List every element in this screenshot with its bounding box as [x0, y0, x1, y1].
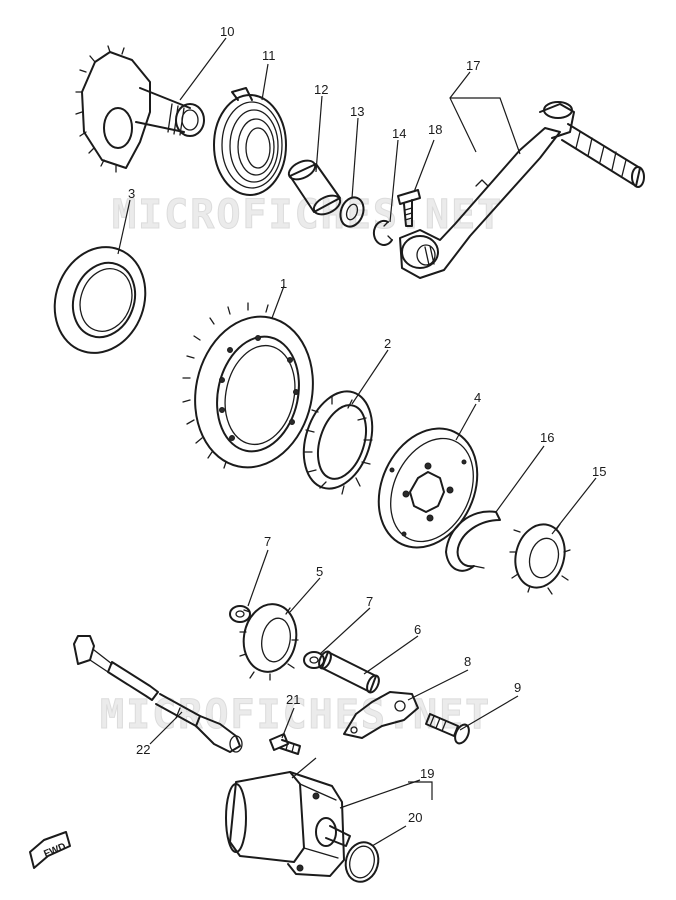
callout-15: 15 — [592, 464, 606, 479]
callout-16: 16 — [540, 430, 554, 445]
callout-22: 22 — [136, 742, 150, 757]
callout-20: 20 — [408, 810, 422, 825]
torsion-spring — [213, 87, 287, 196]
watermark-top: MICROFICHES.NET — [112, 192, 503, 238]
pinion-gear — [509, 523, 571, 595]
bolt-9 — [425, 713, 470, 745]
washer-13 — [339, 196, 365, 228]
callout-13: 13 — [350, 104, 364, 119]
callout-19: 19 — [420, 766, 434, 781]
callout-9: 9 — [514, 680, 521, 695]
watermark-bottom: MICROFICHES.NET — [100, 692, 491, 738]
idler-shaft — [318, 650, 380, 694]
callout-6: 6 — [414, 622, 421, 637]
one-way-clutch — [302, 390, 374, 495]
callout-11: 11 — [262, 48, 276, 63]
circlip-14 — [372, 219, 393, 246]
callout-7-lower: 7 — [366, 594, 373, 609]
idler-gear — [239, 603, 299, 681]
forward-direction-badge: FWD — [29, 831, 71, 869]
callout-4: 4 — [474, 390, 481, 405]
starter-wheel-gear — [182, 302, 314, 469]
washer-7-lower — [303, 651, 325, 669]
oil-seal — [53, 246, 147, 354]
collar — [287, 159, 342, 216]
callout-2: 2 — [384, 336, 391, 351]
kick-gear-shaft — [75, 45, 205, 173]
callout-1: 1 — [280, 276, 287, 291]
leader-lines — [117, 37, 597, 847]
callout-14: 14 — [392, 126, 406, 141]
fwd-label: FWD — [42, 841, 67, 860]
kick-crank — [399, 101, 645, 279]
callout-8: 8 — [464, 654, 471, 669]
callout-12: 12 — [314, 82, 328, 97]
washer-7-upper — [229, 605, 251, 623]
callout-3: 3 — [128, 186, 135, 201]
callout-10: 10 — [220, 24, 234, 39]
callout-18: 18 — [428, 122, 442, 137]
starter-motor — [225, 771, 351, 877]
bolt-21 — [269, 733, 301, 755]
callout-17: 17 — [466, 58, 480, 73]
retaining-plate — [343, 691, 419, 739]
callout-21: 21 — [286, 692, 300, 707]
callout-7-upper: 7 — [264, 534, 271, 549]
o-ring — [344, 841, 380, 883]
clutch-housing — [377, 427, 479, 549]
spring-clip — [445, 510, 501, 572]
callout-numbers: 10 11 12 13 14 18 17 3 1 2 4 16 15 7 5 7… — [128, 24, 606, 825]
starter-cable — [73, 635, 243, 753]
bolt-18 — [397, 189, 421, 227]
callout-5: 5 — [316, 564, 323, 579]
